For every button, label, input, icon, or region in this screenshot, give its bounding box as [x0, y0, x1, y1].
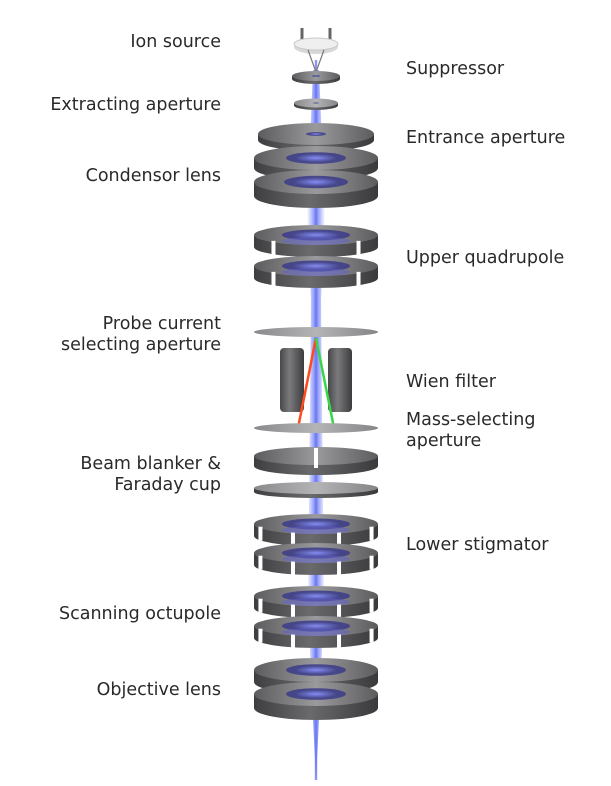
extracting-aperture-glow	[313, 102, 319, 104]
label-objective-lens: Objective lens	[96, 680, 221, 700]
lower-stigmator-1-gap	[290, 531, 295, 546]
wien-filter-pole-left	[280, 348, 304, 412]
lower-stigmator-1-inner-glow	[281, 526, 351, 534]
ion-source-top	[293, 37, 339, 51]
wien-filter-green-trajectory	[314, 337, 336, 429]
scanning-octupole-part	[254, 586, 378, 648]
lower-stigmator-2-gap	[369, 555, 374, 570]
upper-quadrupole-2-gap	[356, 271, 361, 286]
lower-stigmator-2-gap	[337, 560, 342, 575]
entrance-aperture-part	[258, 123, 374, 151]
probe-current-aperture-plate	[254, 327, 378, 337]
label-scanning-octupole: Scanning octupole	[59, 604, 221, 624]
scanning-octupole-2-gap	[369, 628, 374, 643]
condensor-lower-glow	[293, 177, 339, 187]
upper-quadrupole-2-inner-glow	[281, 268, 351, 276]
lower-stigmator-2-inner-glow	[281, 555, 351, 563]
wien-filter-red-trajectory	[296, 337, 318, 429]
scanning-octupole-1-gap	[290, 603, 295, 618]
suppressor-part	[292, 71, 340, 84]
condensor-lens-part	[254, 146, 378, 208]
upper-quadrupole-part	[254, 225, 378, 288]
ion-source-pins	[300, 28, 332, 40]
lower-stigmator-1-gap	[258, 526, 263, 541]
lower-stigmator-1-gap	[369, 526, 374, 541]
upper-quadrupole-1-gap	[356, 240, 361, 255]
lower-stigmator-1-glow	[292, 520, 340, 528]
scanning-octupole-1-gap	[258, 598, 263, 613]
wien-filter-part	[280, 337, 352, 429]
upper-quadrupole-2-gap	[271, 271, 276, 286]
lower-stigmator-1-gap	[337, 531, 342, 546]
label-ion-source: Ion source	[130, 32, 221, 52]
scanning-octupole-2-gap	[258, 628, 263, 643]
label-lower-stigmator: Lower stigmator	[406, 535, 549, 555]
label-condensor-lens: Condensor lens	[85, 166, 221, 186]
label-beam-blanker-faraday-cup: Beam blanker & Faraday cup	[80, 454, 221, 495]
extracting-aperture-part	[294, 98, 338, 110]
scanning-octupole-2-gap	[290, 633, 295, 648]
scanning-octupole-1-gap	[369, 598, 374, 613]
label-upper-quadrupole: Upper quadrupole	[406, 248, 565, 268]
wien-filter-pole-right	[328, 348, 352, 412]
label-entrance-aperture: Entrance aperture	[406, 128, 566, 148]
objective-lens-part	[254, 658, 378, 720]
lower-stigmator-part	[254, 514, 378, 575]
column-parts	[254, 28, 378, 720]
upper-quadrupole-1-inner-glow	[281, 237, 351, 245]
mass-selecting-aperture-plate	[254, 423, 378, 433]
upper-quadrupole-2-glow	[292, 262, 340, 270]
upper-quadrupole-1-gap	[271, 240, 276, 255]
probe-aperture-part	[254, 327, 378, 337]
ion-beam-core	[314, 60, 318, 780]
scanning-octupole-1-inner-glow	[281, 598, 351, 606]
label-mass-selecting-aperture: Mass-selecting aperture	[406, 410, 536, 451]
condensor-upper-glow	[295, 153, 337, 163]
scanning-octupole-2-glow	[292, 622, 340, 630]
scanning-octupole-1-glow	[292, 592, 340, 600]
label-probe-current-selecting-aperture: Probe current selecting aperture	[61, 314, 221, 355]
suppressor-glow	[313, 75, 319, 77]
entrance-aperture-glow	[309, 132, 323, 136]
scanning-octupole-2-gap	[337, 633, 342, 648]
lower-stigmator-2-glow	[292, 549, 340, 557]
faraday-cup-top	[254, 482, 378, 494]
lower-stigmator-2-gap	[258, 555, 263, 570]
ion-source-part	[293, 28, 339, 74]
upper-quadrupole-1-glow	[292, 231, 340, 239]
scanning-octupole-1-gap	[337, 603, 342, 618]
label-wien-filter: Wien filter	[406, 372, 496, 392]
beam-blanker-gap	[314, 448, 318, 468]
beam-blanker-part	[254, 447, 378, 498]
label-extracting-aperture: Extracting aperture	[50, 95, 221, 115]
scanning-octupole-2-inner-glow	[281, 628, 351, 636]
mass-selecting-aperture-part	[254, 423, 378, 433]
lower-stigmator-2-gap	[290, 560, 295, 575]
objective-lens-upper-glow	[295, 665, 337, 675]
label-suppressor: Suppressor	[406, 59, 505, 79]
objective-lens-lower-glow	[295, 689, 337, 699]
